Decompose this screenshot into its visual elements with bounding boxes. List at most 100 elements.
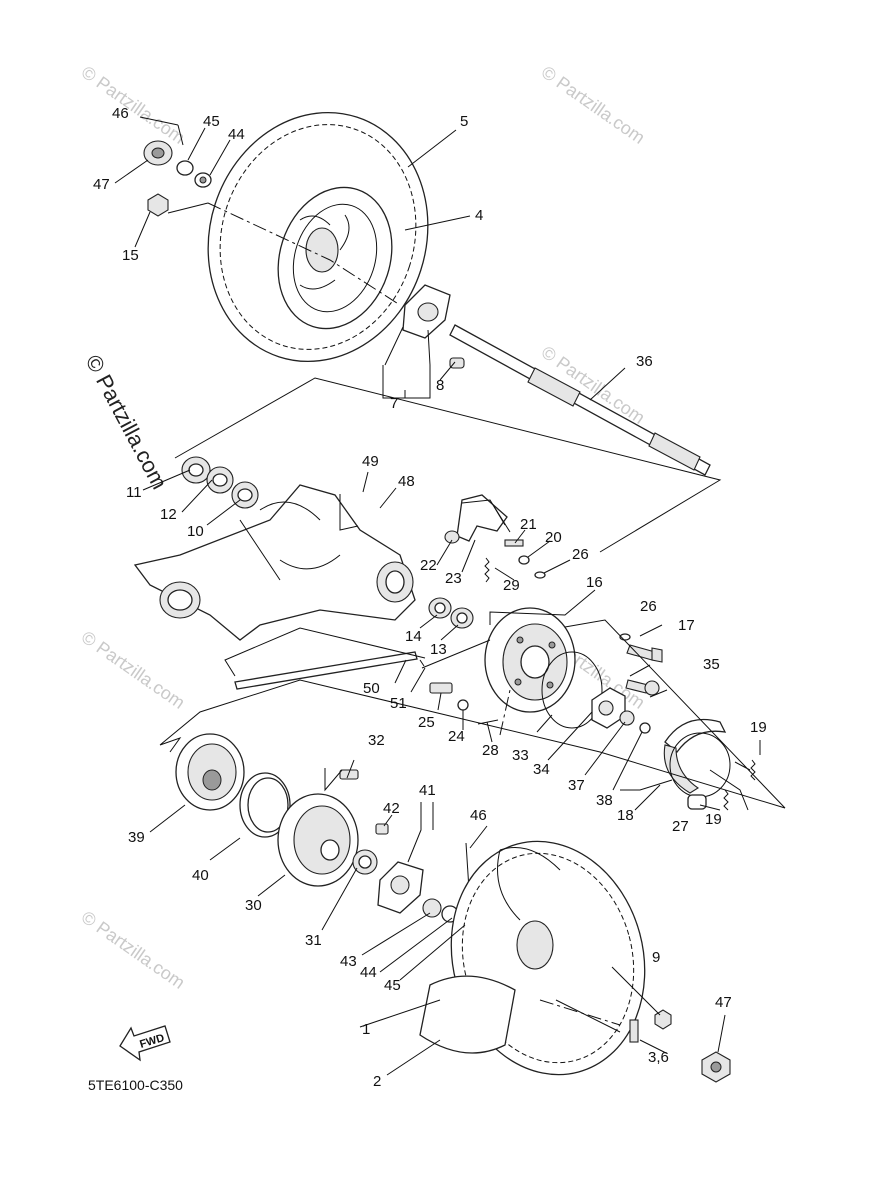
part-label-17: 17 — [678, 617, 695, 634]
part-label-27: 27 — [672, 818, 689, 835]
seals-bearings-left — [181, 456, 259, 509]
hub-7 — [402, 284, 465, 369]
part-label-13: 13 — [430, 641, 447, 658]
part-label-45: 45 — [203, 113, 220, 130]
bearing-13-inner — [456, 612, 468, 624]
part-label-43: 43 — [340, 953, 357, 970]
tire-tread-top — [219, 124, 417, 350]
part-label-41: 41 — [419, 782, 436, 799]
valve-3-6 — [629, 1019, 639, 1043]
part-label-31: 31 — [305, 932, 322, 949]
swing-arm-pivot-inner — [167, 589, 193, 611]
hub-center-top — [417, 302, 439, 322]
leader-lines — [114, 116, 786, 1076]
part-labels: 46 45 44 47 15 5 4 8 7 36 49 48 11 12 10… — [93, 105, 767, 1090]
part-label-50: 50 — [363, 680, 380, 697]
rim-hub-bottom — [516, 920, 554, 970]
brake-shoe-lower — [663, 744, 700, 794]
pin-51 — [419, 659, 425, 667]
part-label-35: 35 — [703, 656, 720, 673]
bottom-hardware — [629, 1009, 731, 1083]
seal-37 — [619, 710, 635, 726]
part-label-26-lower: 26 — [640, 598, 657, 615]
part-label-16: 16 — [586, 574, 603, 591]
part-label-40: 40 — [192, 867, 209, 884]
plate-34-center — [598, 700, 614, 716]
watermark-text: © Partzilla.com — [78, 62, 189, 148]
seal-40-inner — [247, 777, 289, 833]
plate-27 — [687, 794, 707, 810]
bolt-21 — [504, 539, 524, 547]
bottom-wheel-assembly — [419, 840, 646, 1076]
part-label-3-6: 3,6 — [648, 1049, 669, 1066]
part-label-5: 5 — [460, 113, 468, 130]
nut-9 — [654, 1009, 672, 1030]
nut-15 — [147, 193, 169, 217]
swing-arm-body — [133, 484, 416, 641]
hub-41-center — [390, 875, 410, 895]
cotter-pin-46-top — [177, 124, 184, 146]
brake-panel-16 — [484, 607, 576, 713]
part-label-26-upper: 26 — [572, 546, 589, 563]
bearing-10-inner — [237, 488, 253, 502]
part-label-19-upper: 19 — [750, 719, 767, 736]
part-label-36: 36 — [636, 353, 653, 370]
rim-1-bottom — [419, 975, 516, 1054]
part-label-48: 48 — [398, 473, 415, 490]
watermark-text: © Partzilla.com — [78, 627, 189, 713]
watermark-text: © Partzilla.com — [78, 907, 189, 993]
bolt-32 — [339, 769, 359, 780]
part-label-20: 20 — [545, 529, 562, 546]
rod-50 — [234, 651, 418, 690]
brake-panel-hole — [516, 636, 524, 644]
diagram-code: 5TE6100-C350 — [88, 1077, 183, 1093]
brake-panel-hole — [546, 681, 554, 689]
spring-29 — [484, 557, 490, 583]
collar-43 — [422, 898, 442, 918]
watermark-text: © Partzilla.com — [538, 62, 649, 148]
part-label-14: 14 — [405, 628, 422, 645]
part-label-34: 34 — [533, 761, 550, 778]
brake-drum-group — [175, 733, 378, 887]
axle-shaft — [449, 324, 711, 476]
fwd-arrow-icon: FWD — [119, 1025, 171, 1062]
nut-22 — [444, 530, 460, 544]
part-label-47: 47 — [93, 176, 110, 193]
bolts-right — [619, 633, 663, 696]
brake-panel-center — [520, 645, 550, 679]
brake-panel-hole — [514, 678, 522, 686]
swing-arm-hub-bore-inner — [385, 570, 405, 594]
part-label-1: 1 — [362, 1021, 370, 1038]
part-label-30: 30 — [245, 897, 262, 914]
drum-39-center — [202, 769, 222, 791]
swing-arm — [133, 484, 416, 641]
watermark-logo-text: © Partzilla.com — [81, 351, 173, 494]
part-label-49: 49 — [362, 453, 379, 470]
castle-nut-47-bottom-hole — [710, 1061, 722, 1073]
part-label-29: 29 — [503, 577, 520, 594]
rod-and-small-parts — [234, 651, 499, 725]
part-label-7: 7 — [390, 395, 398, 412]
brake-arm-23 — [456, 494, 508, 542]
bearing-14-inner — [434, 602, 446, 614]
top-hardware — [143, 124, 212, 217]
part-label-24: 24 — [448, 728, 465, 745]
part-label-4: 4 — [475, 207, 483, 224]
part-label-2: 2 — [373, 1073, 381, 1090]
clip-20 — [518, 555, 530, 565]
part-label-33: 33 — [512, 747, 529, 764]
seal-12-inner — [212, 473, 228, 487]
part-label-38: 38 — [596, 792, 613, 809]
bolt-35-head — [644, 680, 660, 696]
washer-24 — [457, 699, 469, 711]
part-label-32: 32 — [368, 732, 385, 749]
part-label-44: 44 — [228, 126, 245, 143]
stud-8 — [449, 357, 465, 369]
washer-45-top — [176, 160, 194, 176]
washer-hole — [199, 176, 207, 184]
rim-spokes-top — [299, 214, 350, 290]
spring-19-upper — [750, 759, 756, 781]
oring-38 — [639, 722, 651, 734]
rim-bottom-details — [497, 847, 561, 921]
